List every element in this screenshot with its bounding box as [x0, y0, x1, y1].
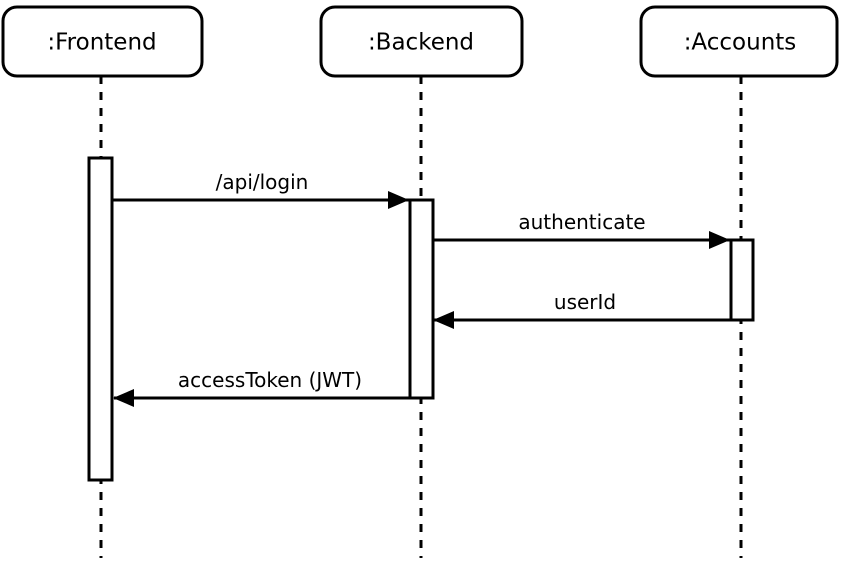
arrowhead-right-api-login [388, 191, 409, 209]
activations-group [87, 156, 755, 482]
participant-accounts[interactable]: :Accounts [639, 5, 839, 78]
participant-box-accounts[interactable] [639, 5, 839, 78]
message-label-access-token: accessToken (JWT) [178, 368, 362, 392]
participant-box-frontend[interactable] [1, 5, 204, 78]
participant-label-backend: :Backend [368, 30, 474, 56]
message-access-token[interactable]: accessToken (JWT) [113, 368, 432, 407]
message-authenticate[interactable]: authenticate [433, 210, 730, 249]
participant-backend[interactable]: :Backend [319, 5, 524, 78]
message-userid[interactable]: userId [433, 290, 752, 329]
activation-bar-accounts[interactable] [729, 238, 755, 322]
participant-box-backend[interactable] [319, 5, 524, 78]
participant-label-accounts: :Accounts [684, 30, 797, 56]
arrowhead-left-userid [433, 311, 454, 329]
activation-bar-frontend[interactable] [87, 156, 114, 482]
arrowhead-left-access-token [113, 389, 134, 407]
activation-bar-backend[interactable] [408, 198, 435, 400]
participant-label-frontend: :Frontend [47, 30, 156, 56]
arrowhead-right-authenticate [709, 231, 730, 249]
message-label-api-login: /api/login [216, 170, 309, 194]
message-api-login[interactable]: /api/login [113, 170, 409, 209]
participant-frontend[interactable]: :Frontend [1, 5, 204, 78]
message-label-authenticate: authenticate [518, 210, 645, 234]
messages-group: /api/login authenticate userId accessTok… [113, 170, 752, 407]
message-label-userid: userId [554, 290, 616, 314]
